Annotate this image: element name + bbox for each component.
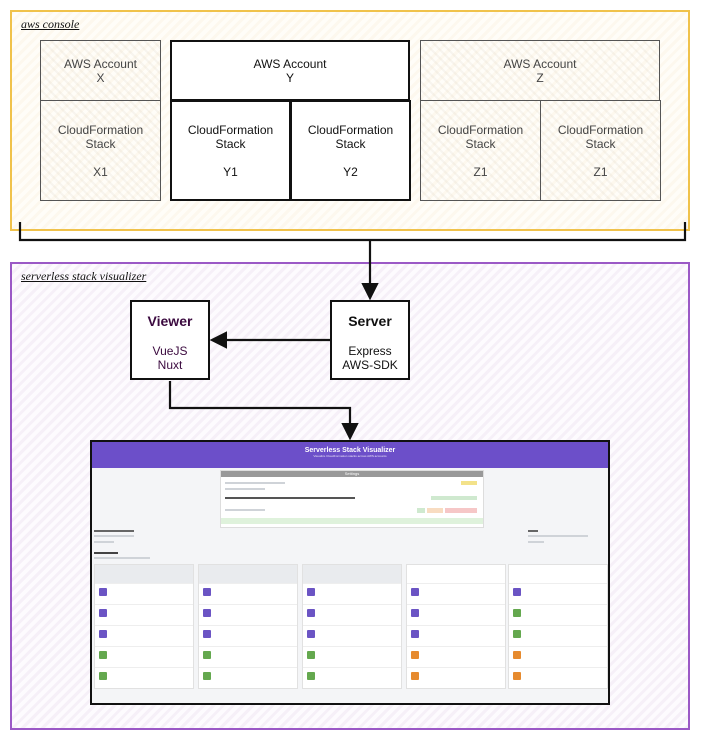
settings-panel: Settings	[220, 470, 484, 528]
account-y-id: Y	[285, 70, 294, 85]
account-x-id: X	[96, 70, 105, 85]
stack-y2-label: CloudFormation Stack	[307, 122, 394, 151]
stack-z1b-id: Z1	[593, 164, 608, 179]
stack-z1b: CloudFormation Stack Z1	[540, 100, 661, 201]
screenshot-header: Serverless Stack Visualizer Visualize Cl…	[92, 442, 608, 468]
server-line2: AWS-SDK	[342, 358, 398, 372]
brace-connector	[18, 222, 687, 242]
app-screenshot: Serverless Stack Visualizer Visualize Cl…	[90, 440, 610, 705]
aws-console-title: aws console	[21, 17, 80, 31]
viewer-line1: VueJS	[152, 344, 188, 358]
account-x-label: AWS Account	[64, 56, 137, 71]
server-title: Server	[348, 313, 392, 329]
viewer-title: Viewer	[147, 313, 193, 329]
stack-x1-id: X1	[93, 164, 108, 179]
stack-z1b-label: CloudFormation Stack	[557, 122, 644, 151]
screenshot-subtitle: Visualize CloudFormation stacks across A…	[313, 454, 387, 458]
account-z-id: Z	[536, 70, 544, 85]
stack-y1-id: Y1	[223, 164, 238, 179]
screenshot-title: Serverless Stack Visualizer	[304, 447, 396, 454]
account-y-label: AWS Account	[253, 56, 327, 71]
visualizer-title: serverless stack visualizer	[21, 269, 147, 283]
viewer-node: Viewer VueJS Nuxt	[130, 300, 210, 380]
arrow-viewer-to-screenshot	[168, 381, 359, 441]
stack-y2: CloudFormation Stack Y2	[290, 100, 411, 201]
stack-z1a: CloudFormation Stack Z1	[420, 100, 541, 201]
stack-z1a-label: CloudFormation Stack	[437, 122, 524, 151]
viewer-line2: Nuxt	[157, 358, 183, 372]
server-line1: Express	[348, 344, 392, 358]
account-z-label: AWS Account	[503, 56, 577, 71]
aws-account-y: AWS Account Y	[170, 40, 410, 101]
stack-z1a-id: Z1	[473, 164, 488, 179]
stack-x1: CloudFormation Stack X1	[40, 100, 161, 201]
server-node: Server Express AWS-SDK	[330, 300, 410, 380]
stack-x1-label: CloudFormation Stack	[57, 122, 144, 151]
stack-y1-label: CloudFormation Stack	[187, 122, 274, 151]
stack-y2-id: Y2	[343, 164, 358, 179]
settings-panel-header: Settings	[221, 471, 483, 477]
aws-account-z: AWS Account Z	[420, 40, 660, 101]
